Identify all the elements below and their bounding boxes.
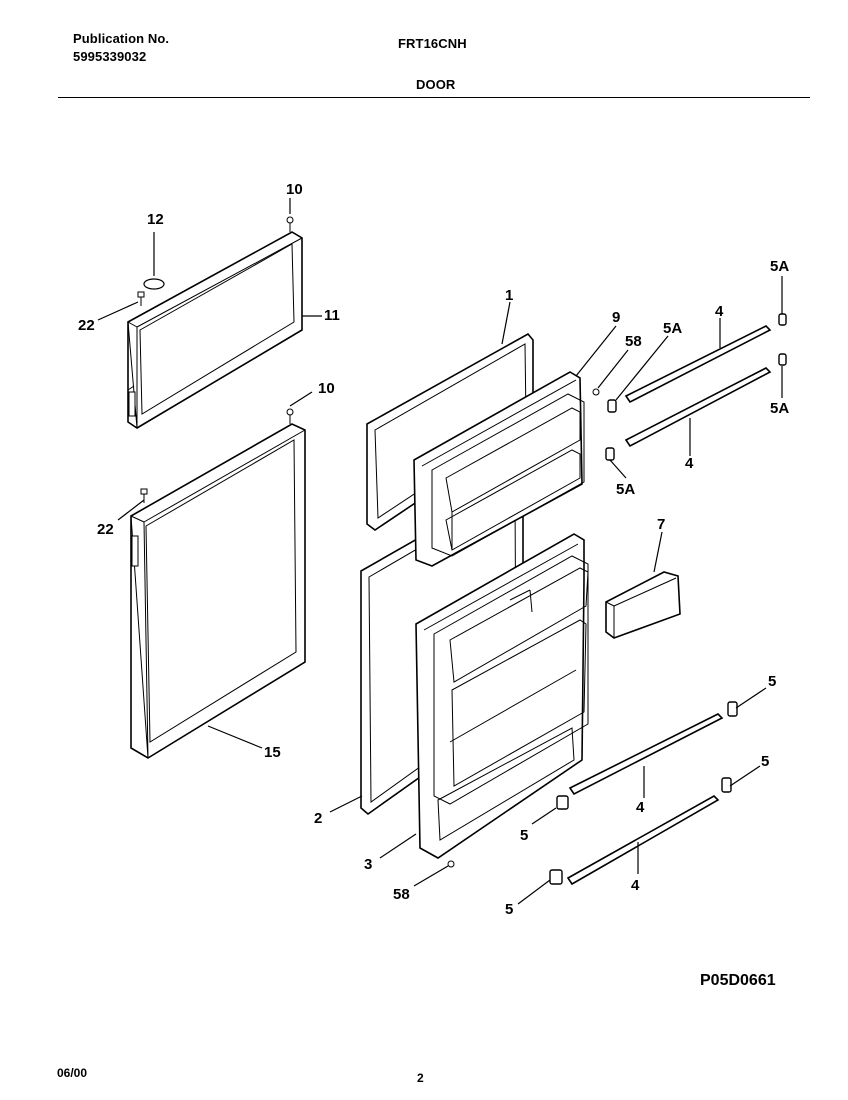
callout-10-top: 10 xyxy=(286,181,303,198)
callout-4-b: 4 xyxy=(685,455,694,472)
end-cap-5a-3 xyxy=(607,399,617,413)
fresh-food-rail-upper xyxy=(568,713,724,796)
end-cap-5a-2 xyxy=(778,353,787,366)
screw-22-top xyxy=(137,291,145,306)
model-number: FRT16CNH xyxy=(398,36,467,51)
callout-4-c: 4 xyxy=(636,799,645,816)
callout-4-a: 4 xyxy=(715,303,724,320)
callout-2: 2 xyxy=(314,810,322,827)
freezer-door-liner xyxy=(413,371,585,567)
callout-12: 12 xyxy=(147,211,164,228)
end-cap-5-1 xyxy=(727,701,738,717)
publication-number: 5995339032 xyxy=(73,49,147,64)
section-title: DOOR xyxy=(416,77,456,92)
screw-22-bottom xyxy=(140,488,148,503)
callout-15: 15 xyxy=(264,744,281,761)
callout-5-c: 5 xyxy=(520,827,528,844)
leader-lines xyxy=(97,198,783,905)
fresh-food-door-liner xyxy=(415,533,589,859)
end-cap-5a-4 xyxy=(605,447,615,461)
callout-10-bottom: 10 xyxy=(318,380,335,397)
callout-22-bottom: 22 xyxy=(97,521,114,538)
callout-5a-a: 5A xyxy=(663,320,682,337)
callout-11: 11 xyxy=(324,307,340,324)
hinge-pin-bottom xyxy=(286,408,294,424)
dairy-compartment-door xyxy=(605,571,681,639)
callout-5a-d: 5A xyxy=(616,481,635,498)
callout-9: 9 xyxy=(612,309,620,326)
publication-label: Publication No. xyxy=(73,31,170,46)
callout-58-top: 58 xyxy=(625,333,642,350)
footer-page-number: 2 xyxy=(417,1071,424,1085)
callout-5a-b: 5A xyxy=(770,258,789,275)
callout-5a-c: 5A xyxy=(770,400,789,417)
end-cap-5-4 xyxy=(549,869,563,885)
fresh-food-rail-lower xyxy=(566,795,720,886)
callout-5-d: 5 xyxy=(505,901,513,918)
callout-5-b: 5 xyxy=(761,753,769,770)
callout-3: 3 xyxy=(364,856,372,873)
callout-4-d: 4 xyxy=(631,877,640,894)
callout-22-top: 22 xyxy=(78,317,95,334)
header-rule xyxy=(58,97,810,98)
end-cap-5-2 xyxy=(721,777,732,793)
callout-1: 1 xyxy=(505,287,513,304)
callout-5-a: 5 xyxy=(768,673,776,690)
footer-date: 06/00 xyxy=(57,1066,88,1080)
diagram-code: P05D0661 xyxy=(700,972,776,989)
screw-58-lower xyxy=(447,860,455,868)
screw-58-upper xyxy=(592,388,600,396)
callout-labels: 10 12 11 22 10 22 15 1 9 58 5A 4 5A 5A 4… xyxy=(78,181,789,918)
freezer-door-panel xyxy=(127,231,303,429)
freezer-shelf-rail-upper xyxy=(624,325,772,404)
fresh-food-door-panel xyxy=(130,423,306,759)
callout-7: 7 xyxy=(657,516,665,533)
hinge-pin-top xyxy=(286,216,294,232)
freezer-shelf-rail-lower xyxy=(624,367,772,448)
plug-oval xyxy=(143,278,165,290)
end-cap-5-3 xyxy=(556,795,569,810)
end-cap-5a-1 xyxy=(778,313,787,326)
callout-58-bottom: 58 xyxy=(393,886,410,903)
